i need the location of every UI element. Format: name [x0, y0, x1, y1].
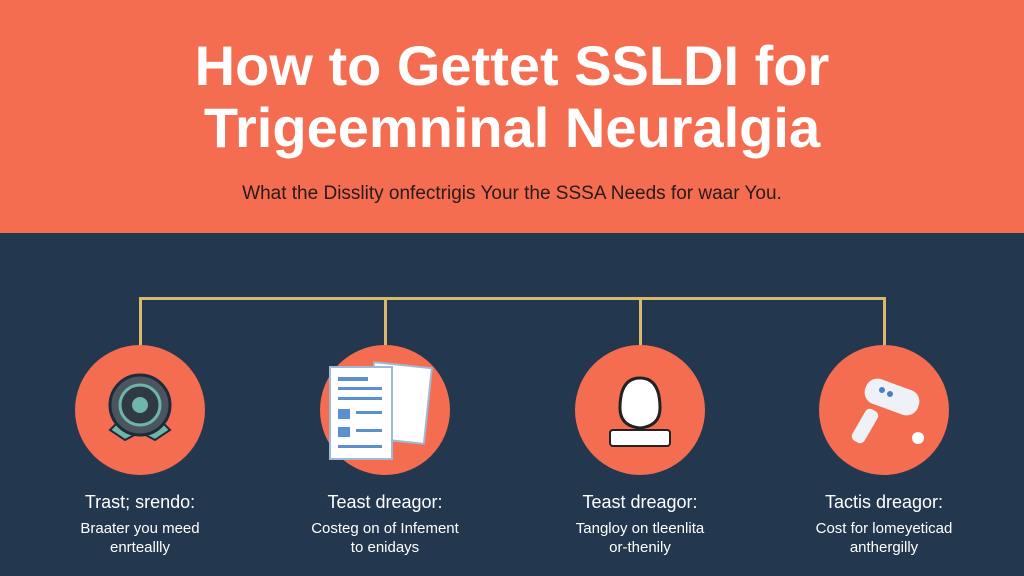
step-desc-2: to enidays: [350, 539, 420, 556]
step-title: Tactis dreagor:: [824, 492, 944, 512]
step-1-circle: [75, 345, 205, 475]
step-title: Teast dreagor:: [327, 492, 443, 512]
step-3: Teast dreagor: Tangloy on tleenlita or-t…: [520, 492, 760, 557]
step-2: Teast dreagor: Costeg on of Infement to …: [265, 492, 505, 557]
connector-3: [639, 297, 642, 347]
step-4: Tactis dreagor: Cost for lomeyeticad ant…: [764, 492, 1004, 557]
step-desc-2: anthergilly: [849, 539, 919, 556]
step-3-circle: [575, 345, 705, 475]
step-4-circle: [819, 345, 949, 475]
header-banner: [0, 0, 1024, 233]
step-desc-2: enrteallly: [109, 539, 171, 556]
step-desc-2: or-thenily: [609, 539, 671, 556]
step-desc-1: Braater you meed: [80, 520, 200, 537]
connector-2: [384, 297, 387, 347]
connector-1: [139, 297, 142, 347]
device-icon: [851, 378, 924, 444]
step-1: Trast; srendo: Braater you meed enrteall…: [20, 492, 260, 557]
step-desc-1: Costeg on of Infement: [311, 520, 459, 537]
title-line-2: Trigeemninal Neuralgia: [203, 96, 821, 159]
head-icon: [609, 376, 671, 447]
step-title: Teast dreagor:: [582, 492, 698, 512]
step-desc-1: Tangloy on tleenlita: [575, 520, 705, 537]
title-line-1: How to Gettet SSLDI for: [194, 34, 830, 97]
step-title: Trast; srendo:: [84, 492, 196, 512]
documents-icon: [329, 361, 433, 460]
subtitle: What the Disslity onfectrigis Your the S…: [242, 183, 782, 204]
step-desc-1: Cost for lomeyeticad: [815, 520, 953, 537]
badge-icon: [108, 373, 172, 442]
connector-4: [883, 297, 886, 347]
connector-horizontal: [139, 297, 886, 300]
step-2-circle: [320, 345, 450, 475]
